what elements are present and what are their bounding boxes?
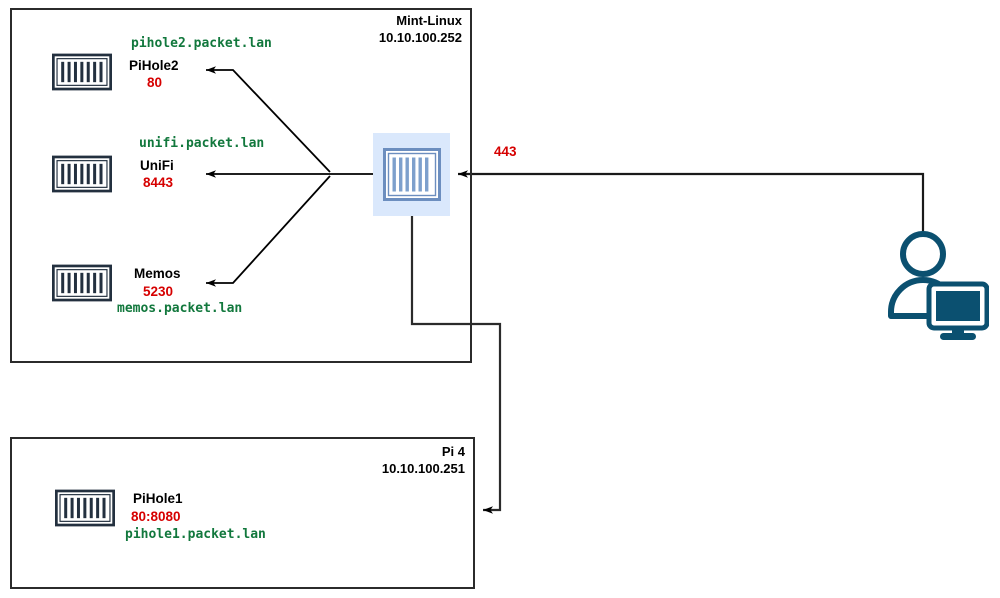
host-box-mint-linux — [10, 8, 472, 363]
service-fqdn-unifi: unifi.packet.lan — [139, 136, 265, 151]
service-port-pihole1: 80:8080 — [131, 509, 181, 524]
container-icon — [52, 53, 112, 91]
host-label-mint-linux: Mint-Linux 10.10.100.252 — [250, 12, 462, 46]
container-icon — [55, 489, 115, 527]
service-name-memos: Memos — [134, 266, 181, 281]
host-ip-pi4: 10.10.100.251 — [381, 461, 465, 476]
host-name-pi4: Pi 4 — [441, 444, 465, 459]
gateway-container-icon[interactable] — [383, 148, 441, 201]
service-port-pihole2: 80 — [147, 75, 163, 90]
container-icon — [52, 264, 112, 302]
service-fqdn-memos: memos.packet.lan — [117, 301, 243, 316]
service-name-pihole2: PiHole2 — [129, 58, 179, 73]
service-fqdn-pihole1: pihole1.packet.lan — [125, 527, 266, 542]
service-port-unifi: 8443 — [143, 175, 174, 190]
service-port-memos: 5230 — [143, 284, 174, 299]
service-name-unifi: UniFi — [140, 158, 174, 173]
host-name-mint-linux: Mint-Linux — [396, 13, 462, 28]
host-box-pi4 — [10, 437, 475, 589]
connection-label-443: 443 — [494, 144, 517, 159]
service-name-pihole1: PiHole1 — [133, 491, 183, 506]
service-fqdn-pihole2: pihole2.packet.lan — [131, 36, 272, 51]
user-workstation-icon[interactable] — [885, 230, 989, 342]
container-icon — [52, 155, 112, 193]
wire-client-to-gateway — [458, 170, 925, 240]
host-ip-mint-linux: 10.10.100.252 — [378, 30, 462, 45]
host-label-pi4: Pi 4 10.10.100.251 — [250, 443, 465, 477]
